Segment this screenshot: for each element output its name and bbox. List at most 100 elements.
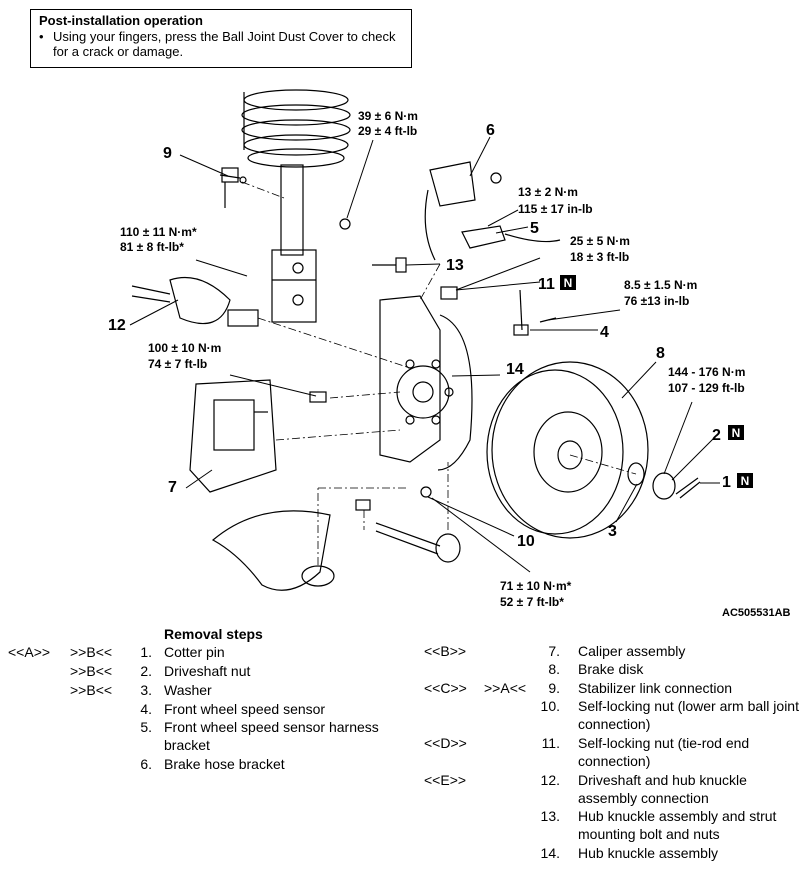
step-number: 7. xyxy=(548,643,560,659)
step-text: Caliper assembly xyxy=(578,643,686,659)
document-id: AC505531AB xyxy=(722,607,791,619)
torque-driveshaft-ftlb: 81 ± 8 ft-lb* xyxy=(120,240,184,254)
step-11: <<D>> 11. Self-locking nut (tie-rod end … xyxy=(420,734,810,770)
brake-disk-drawing xyxy=(486,361,649,539)
n-badge-11: N xyxy=(560,275,576,290)
cotter-pin-drawing xyxy=(675,477,701,499)
step-ref-install: <<C>> xyxy=(424,680,467,696)
step-ref-install: <<D>> xyxy=(424,735,467,751)
torque-bracket-inlb: 115 ± 17 in-lb xyxy=(518,202,593,216)
removal-steps-title: Removal steps xyxy=(164,626,263,642)
step-ref-removal: >>A<< xyxy=(484,680,527,696)
note-bullet-text: Using your fingers, press the Ball Joint… xyxy=(53,29,396,59)
step-number: 5. xyxy=(140,719,152,735)
step-number: 10. xyxy=(540,698,560,714)
torque-driveshaft-nm: 110 ± 11 N·m* xyxy=(120,225,197,239)
step-number: 12. xyxy=(540,772,560,788)
step-text: Brake hose bracket xyxy=(164,756,285,772)
step-text: Hub knuckle assembly and strut mounting … xyxy=(578,808,777,842)
step-5: 5. Front wheel speed sensor harness brac… xyxy=(8,718,408,754)
callout-6: 6 xyxy=(486,122,495,139)
step-ref-install: <<A>> xyxy=(8,644,51,660)
torque-caliper-ftlb: 74 ± 7 ft-lb xyxy=(148,357,207,371)
step-2: >>B<< 2. Driveshaft nut xyxy=(8,662,408,680)
step-number: 3. xyxy=(140,682,152,698)
callout-12: 12 xyxy=(108,317,126,334)
torque-caliper-nm: 100 ± 10 N·m xyxy=(148,341,221,355)
caliper-bolt-drawing xyxy=(309,391,327,403)
callout-5: 5 xyxy=(530,220,539,237)
exploded-diagram: 9 6 5 13 11 4 12 14 8 2 1 7 3 10 N N N 3… xyxy=(108,89,753,609)
tie-rod-end-drawing xyxy=(375,522,461,563)
svg-text:N: N xyxy=(564,276,573,290)
hub-knuckle-drawing xyxy=(379,295,473,471)
callout-9: 9 xyxy=(163,145,172,162)
strut-drawing xyxy=(271,164,317,323)
note-bullet: • Using your fingers, press the Ball Joi… xyxy=(39,29,403,59)
torque-sensor-nm: 8.5 ± 1.5 N·m xyxy=(624,278,697,292)
step-text: Hub knuckle assembly xyxy=(578,845,719,861)
step-3: >>B<< 3. Washer xyxy=(8,681,408,699)
step-14: 14. Hub knuckle assembly xyxy=(420,844,810,862)
callout-2: 2 xyxy=(712,427,721,444)
torque-balljoint-ftlb: 52 ± 7 ft-lb* xyxy=(500,595,564,609)
leader-lines xyxy=(129,136,720,573)
step-9: <<C>> >>A<< 9. Stabilizer link connectio… xyxy=(420,679,810,697)
step-text: Self-locking nut (tie-rod end connection… xyxy=(578,735,750,769)
tie-rod-nut-drawing xyxy=(440,286,458,300)
mounting-bolt-drawing xyxy=(372,257,407,273)
step-number: 8. xyxy=(548,661,560,677)
step-ref-install: <<E>> xyxy=(424,772,467,788)
post-installation-note: Post-installation operation • Using your… xyxy=(30,9,412,68)
step-number: 1. xyxy=(140,644,152,660)
step-text: Brake disk xyxy=(578,661,644,677)
callout-1: 1 xyxy=(722,474,731,491)
callout-3: 3 xyxy=(608,523,617,540)
callout-11: 11 xyxy=(538,276,555,293)
step-ref-install: <<B>> xyxy=(424,643,467,659)
step-text: Washer xyxy=(164,682,212,698)
torque-sensor-inlb: 76 ±13 in-lb xyxy=(624,294,689,308)
stabilizer-link-drawing xyxy=(219,167,247,208)
step-text: Self-locking nut (lower arm ball joint c… xyxy=(578,698,799,732)
callout-14: 14 xyxy=(506,361,524,378)
step-6: 6. Brake hose bracket xyxy=(8,755,408,773)
step-4: 4. Front wheel speed sensor xyxy=(8,700,408,718)
lower-bolt-drawing xyxy=(355,499,371,511)
step-12: <<E>> 12. Driveshaft and hub knuckle ass… xyxy=(420,771,810,807)
driveshaft-drawing xyxy=(131,276,259,327)
torque-nut-nm: 144 - 176 N·m xyxy=(668,365,745,379)
step-text: Stabilizer link connection xyxy=(578,680,733,696)
n-badge-2: N xyxy=(728,425,744,440)
step-text: Front wheel speed sensor xyxy=(164,701,326,717)
torque-balljoint-nm: 71 ± 10 N·m* xyxy=(500,579,572,593)
step-7: <<B>> 7. Caliper assembly xyxy=(420,642,810,660)
torque-strut-nm: 39 ± 6 N·m xyxy=(358,109,418,123)
driveshaft-nut-drawing xyxy=(652,472,676,500)
step-number: 11. xyxy=(541,735,560,751)
callout-4: 4 xyxy=(600,324,609,341)
step-number: 13. xyxy=(540,808,560,824)
step-text: Front wheel speed sensor harness bracket xyxy=(164,719,379,753)
callout-13: 13 xyxy=(446,257,464,274)
svg-text:N: N xyxy=(741,474,750,488)
lower-arm-drawing xyxy=(211,510,335,591)
callout-10: 10 xyxy=(517,533,535,550)
coil-spring-drawing xyxy=(241,89,351,168)
strut-nut-drawing xyxy=(339,218,351,230)
callout-7: 7 xyxy=(168,479,177,496)
step-number: 4. xyxy=(140,701,152,717)
step-8: 8. Brake disk xyxy=(420,660,810,678)
step-text: Driveshaft nut xyxy=(164,663,251,679)
torque-bracket-nm: 13 ± 2 N·m xyxy=(518,185,578,199)
sensor-harness-bracket-drawing xyxy=(461,225,561,249)
assembly-axis-lines xyxy=(241,181,637,565)
note-title: Post-installation operation xyxy=(39,13,203,28)
bullet-icon: • xyxy=(39,29,44,44)
caliper-drawing xyxy=(189,379,277,493)
torque-mount-nm: 25 ± 5 N·m xyxy=(570,234,630,248)
callout-8: 8 xyxy=(656,345,665,362)
ball-joint-nut-drawing xyxy=(420,486,432,498)
step-number: 6. xyxy=(140,756,152,772)
torque-nut-ftlb: 107 - 129 ft-lb xyxy=(668,381,745,395)
